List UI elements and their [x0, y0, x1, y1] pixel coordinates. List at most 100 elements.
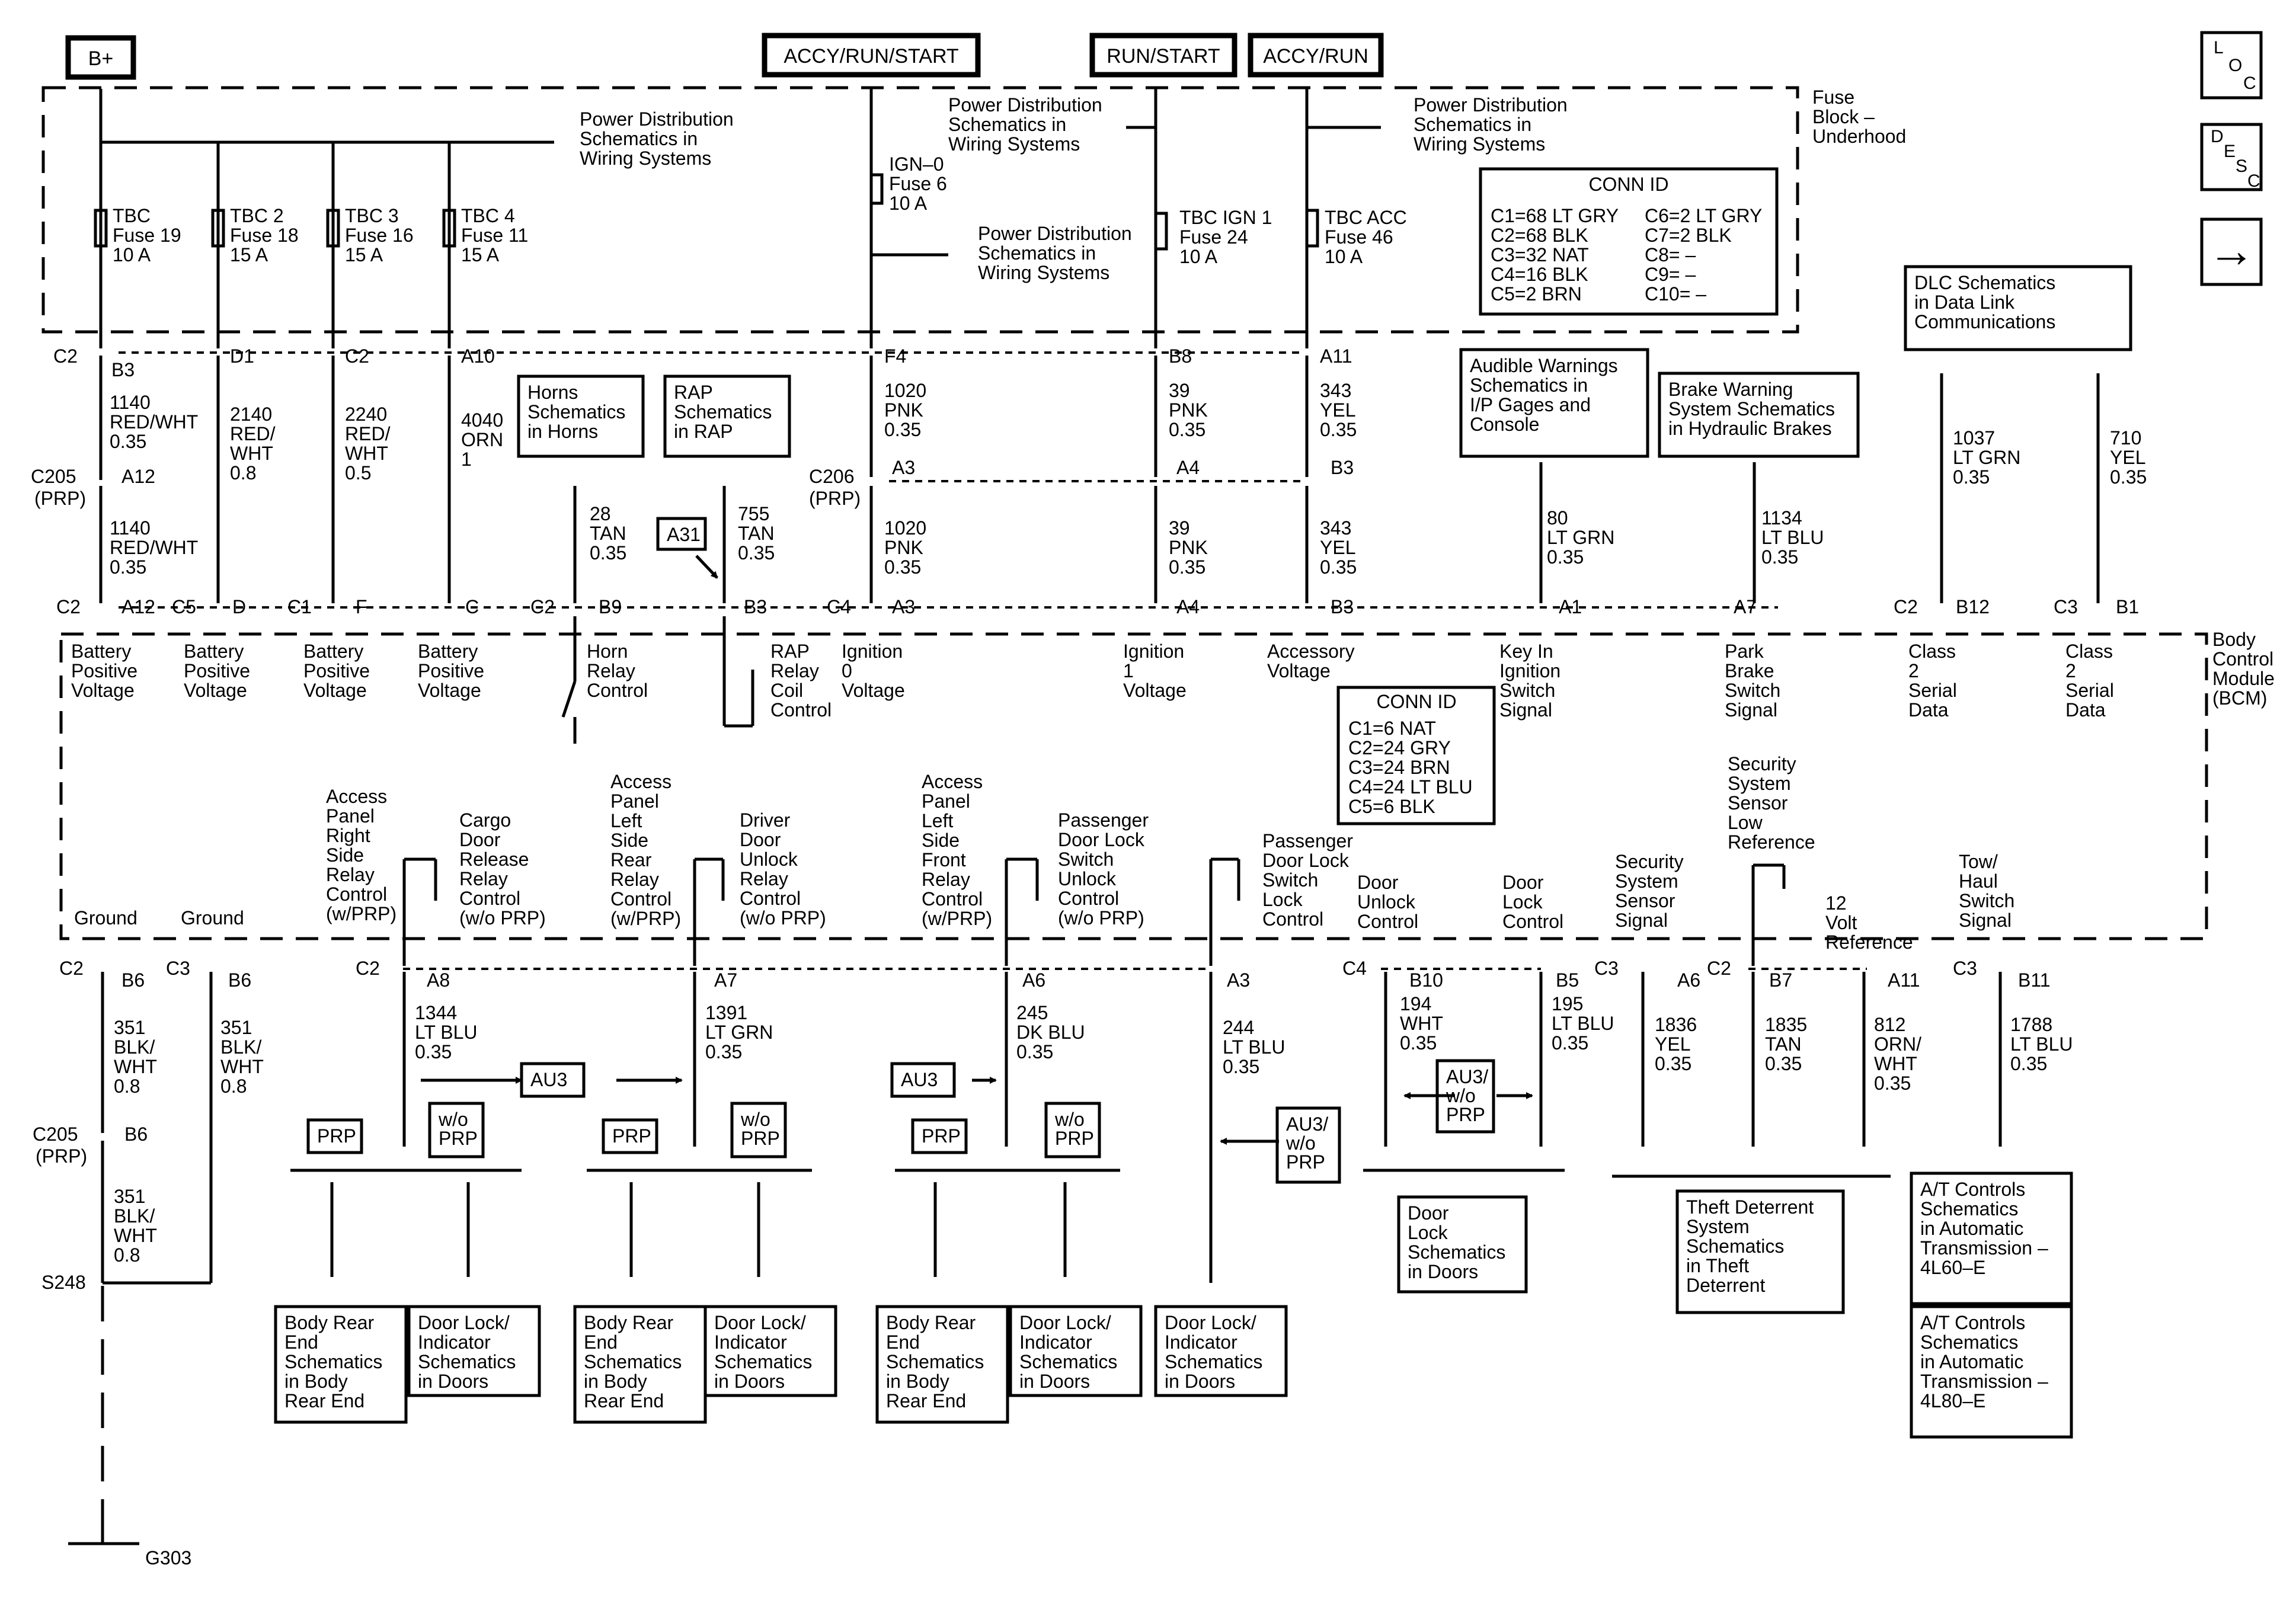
wire-label-line: LT BLU: [2010, 1033, 2073, 1055]
wire-label-line: 755: [738, 503, 769, 524]
wire-label-line: PNK: [1169, 537, 1208, 558]
bcm-signal-line: Door: [1502, 872, 1544, 893]
ref-audible-line: Console: [1470, 414, 1539, 435]
au3-wo-prp-tag-line: PRP: [1446, 1104, 1485, 1125]
wire-label-line: 0.35: [705, 1041, 742, 1062]
pin-label: A4: [1176, 596, 1200, 617]
conn-label: C2: [1894, 596, 1918, 617]
ref-box-bottom-line: Schematics: [1165, 1351, 1262, 1372]
pin-label: A6: [1677, 969, 1700, 991]
conn-label: C3: [1953, 958, 1977, 979]
bcm-signal-line: (w/o PRP): [459, 907, 546, 929]
pin-label: A11: [1888, 969, 1920, 991]
ref-box-bottom-frame: [1675, 1189, 1845, 1314]
bcm-signal-line: Door Lock: [1058, 829, 1145, 850]
bcm-signal-line: Control: [1357, 911, 1418, 932]
pds-ref-line: Wiring Systems: [978, 262, 1109, 283]
fuse-label-line: Fuse 19: [113, 225, 181, 246]
ref-box-bottom-line: Schematics: [714, 1351, 812, 1372]
wire-label-line: 2240: [345, 404, 387, 425]
ref-box-bottom-line: in Theft: [1686, 1255, 1749, 1276]
conn-label: C4: [1342, 958, 1367, 979]
wire-label-line: 0.35: [1400, 1032, 1437, 1054]
bcm-signal-line: Horn: [587, 641, 628, 662]
pin-label: B3: [111, 359, 135, 380]
bcm-signal-line: Voltage: [184, 680, 247, 701]
wire-label-line: YEL: [2110, 447, 2145, 468]
au3-tag-line: AU3: [530, 1069, 567, 1090]
wire-label-line: 0.35: [1552, 1032, 1588, 1054]
bcm-signal-line: Control: [459, 888, 520, 909]
ref-box-bottom-line: Transmission –: [1920, 1371, 2048, 1392]
fuse-label-line: TBC 3: [345, 205, 399, 226]
c205-label: C205: [31, 466, 76, 487]
bcm-signal-line: Park: [1725, 641, 1764, 662]
wire-label-line: 245: [1016, 1002, 1048, 1023]
wire-label-line: DK BLU: [1016, 1022, 1085, 1043]
prp-tag-frame: [911, 1118, 968, 1154]
wire-label-line: RED/: [230, 423, 276, 444]
c205-label: C205: [33, 1124, 78, 1145]
wire-label-line: 80: [1547, 507, 1568, 529]
wire-label-line: 351: [114, 1017, 145, 1038]
a31-tag-frame: [656, 517, 707, 551]
prp-tag-line: PRP: [922, 1125, 961, 1147]
wire-label-line: 39: [1169, 380, 1190, 401]
wire-label-line: RED/WHT: [110, 537, 198, 558]
ref-box-bottom-frame: [875, 1305, 1009, 1424]
bcm-signal-line: Brake: [1725, 660, 1774, 681]
pin-label: B3: [1331, 457, 1354, 478]
ref-dlc-line: DLC Schematics: [1914, 272, 2055, 293]
bcm-signal-line: RAP: [770, 641, 810, 662]
bcm-signal-line: Relay: [740, 868, 788, 889]
fuse-label-line: TBC 2: [230, 205, 284, 226]
bcm-signal-line: Voltage: [1123, 680, 1187, 701]
wire-label-line: 1344: [415, 1002, 457, 1023]
ref-box-bottom-frame: [1397, 1195, 1528, 1294]
arrow-icon: →: [2208, 224, 2255, 277]
bcm-signal-line: Relay: [587, 660, 635, 681]
wire-label-line: 0.35: [884, 556, 921, 578]
wo-prp-tag-line: PRP: [1055, 1128, 1094, 1149]
pds-ref-line: Schematics in: [1414, 114, 1531, 135]
bcm-signal-line: Lock: [1502, 891, 1543, 913]
bcm-signal-line: Serial: [2065, 680, 2114, 701]
wire-label-line: 1788: [2010, 1014, 2052, 1035]
bcm-signal-line: Positive: [71, 660, 137, 681]
wire-label-line: 0.35: [2110, 466, 2147, 488]
ref-rap-line: in RAP: [674, 421, 733, 442]
pds-ref-line: Power Distribution: [580, 108, 734, 130]
fuse-block-label-line: Fuse: [1812, 87, 1854, 108]
bcm-signal-line: Class: [1908, 641, 1956, 662]
bcm-signal-line: Panel: [922, 790, 970, 812]
pin-label: A11: [1320, 345, 1352, 367]
conn-label: C1: [287, 596, 312, 617]
pin-label: B5: [1556, 969, 1579, 991]
wire-label-line: 1140: [110, 392, 151, 413]
pin-label: F: [356, 596, 367, 617]
pds-ref-line: Schematics in: [978, 242, 1096, 264]
fuse-label-line: TBC 4: [461, 205, 515, 226]
bcm-signal-line: Ground: [181, 907, 244, 929]
pin-label: A1: [1559, 596, 1582, 617]
ref-box-bottom-line: in Automatic: [1920, 1218, 2023, 1239]
conn-label: C2: [56, 596, 81, 617]
ref-box-bottom-line: Schematics: [418, 1351, 516, 1372]
ref-audible-line: Schematics in: [1470, 375, 1588, 396]
wire-label-line: LT BLU: [1223, 1036, 1285, 1058]
ref-box-bottom-line: in Doors: [1165, 1371, 1235, 1392]
ref-box-bottom-line: Door Lock/: [714, 1312, 806, 1333]
conn-id-fuse-right-line: C10= –: [1645, 283, 1706, 305]
bcm-signal-line: Signal: [1615, 910, 1668, 931]
bcm-signal-line: Left: [610, 810, 642, 831]
pin-label: B6: [124, 1124, 148, 1145]
au3-tag-line: AU3: [901, 1069, 938, 1090]
wire-label-line: 710: [2110, 427, 2141, 449]
pin-label: F4: [884, 345, 906, 367]
conn-id-fuse-right-line: C8= –: [1645, 244, 1696, 265]
bcm-signal-line: Signal: [1959, 910, 2012, 931]
wire-label-line: 0.35: [1016, 1041, 1053, 1062]
bcm-signal-line: Door Lock: [1262, 850, 1350, 871]
bcm-signal-line: Door: [1357, 872, 1399, 893]
